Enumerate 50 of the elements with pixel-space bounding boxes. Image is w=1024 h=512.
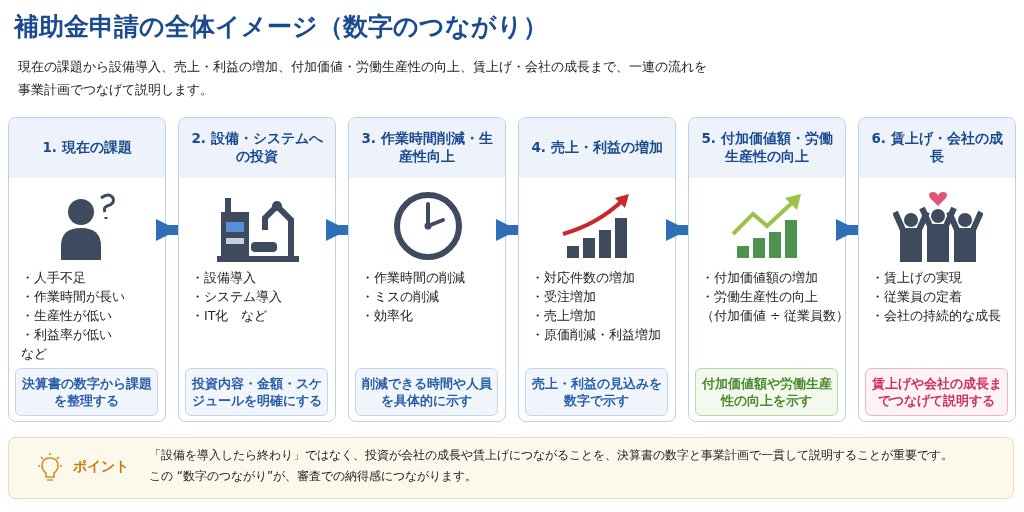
summary-box: 付加価値額や労働生産性の向上を示す [695,368,838,416]
bullet-text: ・生産性が低い [21,308,112,325]
arrow [666,219,688,241]
note-text: 「設備を導入したら終わり」ではなく、投資が会社の成長や賃上げにつながることを、決算書の数字と事業計画で一貫して説明することが重要です。 [149,447,953,464]
arrow [496,219,518,241]
card-title: 3. 作業時間削減・生産性向上 [360,130,494,166]
bullet-text: ・IT化 など [191,308,268,325]
bullet-text: （付加価値 ÷ 従業員数） [701,308,850,325]
step-card [348,117,506,422]
card-title: 6. 賃上げ・会社の成長 [870,130,1004,166]
bullet-text: ・設備導入 [191,270,256,287]
step-card [858,117,1016,422]
title: 補助金申請の全体イメージ（数字のつながり） [14,11,548,43]
bullet-text: ・会社の持続的な成長 [871,308,1001,325]
arrow [326,219,348,241]
subtitle-text: 現在の課題から設備導入、売上・利益の増加、付加価値・労働生産性の向上、賃上げ・会社の成長まで、一連の流れを事業計画でつなげて説明します。 [18,58,708,99]
card-title: 1. 現在の課題 [41,139,133,157]
step-card [8,117,166,422]
step-card [688,117,846,422]
summary-box: 投資内容・金額・スケジュールを明確にする [185,368,328,416]
card-title: 5. 付加価値額・労働生産性の向上 [700,130,834,166]
bullet-text: ・作業時間の削減 [361,270,465,287]
bullet-text: ・作業時間が長い [21,289,125,306]
bullet-text: ・人手不足 [21,270,86,287]
bullet-text: ・賃上げの実現 [871,270,962,287]
summary-box: 削減できる時間や人員を具体的に示す [355,368,498,416]
step-card [178,117,336,422]
summary-box: 売上・利益の見込みを数字で示す [525,368,668,416]
arrow [156,219,178,241]
bullet-text: ・対応件数の増加 [531,270,635,287]
summary-box: 決算書の数字から課題を整理する [15,368,158,416]
card-title: 4. 売上・利益の増加 [530,139,664,157]
bullet-text: ・利益率が低い [21,327,112,344]
bullet-text: ・付加価値額の増加 [701,270,818,287]
bullet-text: など [21,346,47,363]
bullet-text: ・売上増加 [531,308,596,325]
note-text: この “数字のつながり”が、審査での納得感につながります。 [149,468,478,485]
bullet-text: ・効率化 [361,308,413,325]
point-label: ポイント [73,458,129,476]
bullet-text: ・ミスの削減 [361,289,439,306]
card-title: 2. 設備・システムへの投資 [190,130,324,166]
bullet-text: ・システム導入 [191,289,282,306]
step-card [518,117,676,422]
summary-box: 賃上げや会社の成長までつなげて説明する [865,368,1008,416]
bullet-text: ・労働生産性の向上 [701,289,818,306]
bullet-text: ・受注増加 [531,289,596,306]
arrow [836,219,858,241]
point-panel [8,437,1014,499]
bullet-text: ・原価削減・利益増加 [531,327,661,344]
bullet-text: ・従業員の定着 [871,289,962,306]
